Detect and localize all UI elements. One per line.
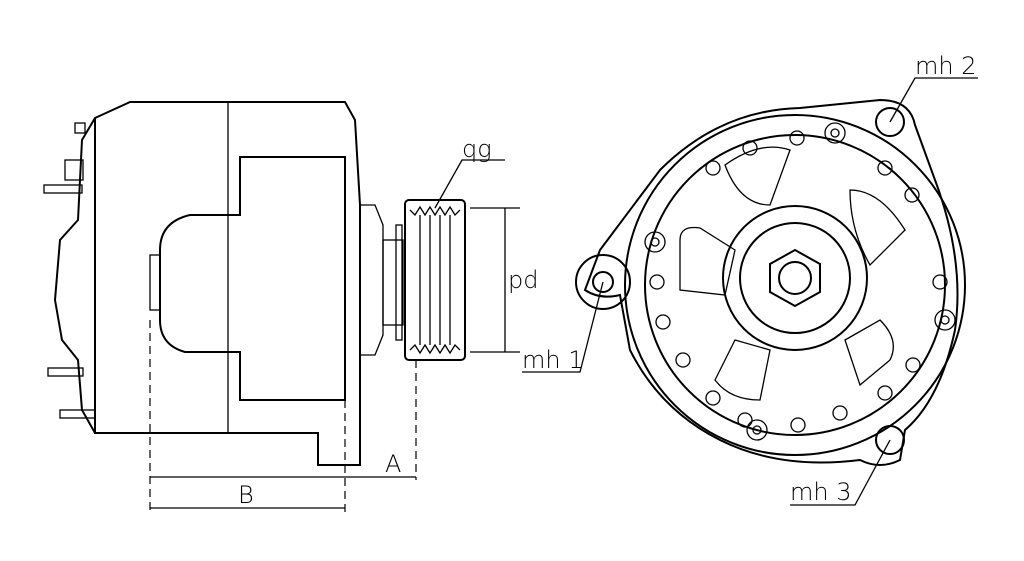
mounting-hole-3-label: mh 3	[790, 478, 852, 506]
dimension-b-label: B	[238, 481, 254, 509]
mounting-hole-1-label: mh 1	[522, 346, 584, 374]
front-view	[522, 77, 978, 506]
dimension-a-label: A	[385, 450, 401, 478]
bolt-holes	[644, 122, 956, 441]
mounting-hole-2-label: mh 2	[915, 52, 977, 80]
side-view	[43, 101, 520, 512]
groove-label: qg	[462, 135, 492, 163]
pulley-diameter-label: pd	[508, 266, 538, 294]
